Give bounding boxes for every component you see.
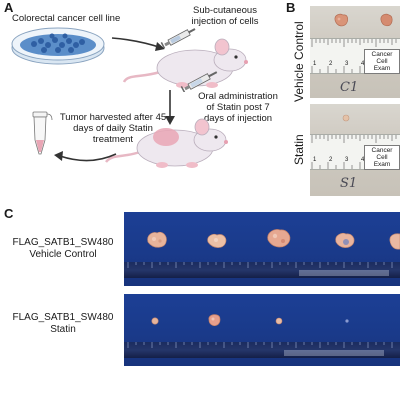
tumor-harvest-label: Tumor harvested after 45 days of daily S…: [59, 112, 167, 145]
tumor-sample: [275, 317, 283, 325]
vehicle-tumors-photo: [124, 212, 400, 286]
tumor-sample: [334, 13, 349, 27]
ruler: 1 2 3 4 5 Cancer Cell Exam: [310, 38, 400, 74]
ruler-ticks: [127, 262, 393, 276]
vehicle-group-label: FLAG_SATB1_SW480 Vehicle Control: [4, 237, 122, 261]
ruler: [124, 342, 400, 358]
vehicle-group-line2: Vehicle Control: [29, 249, 97, 260]
arrow-down: [165, 90, 175, 125]
exam-tag: Cancer Cell Exam: [364, 49, 400, 74]
statin-group-label: FLAG_SATB1_SW480 Statin: [4, 312, 122, 336]
statin-tumor-photo: 1 2 3 4 5 Cancer Cell Exam S1: [310, 104, 400, 196]
ruler-number: 4: [361, 157, 365, 163]
tumor-sample: [147, 231, 167, 248]
panel-b-letter: B: [286, 0, 296, 15]
ruler-number: 1: [313, 61, 317, 67]
exam-tag: Cancer Cell Exam: [364, 145, 400, 170]
syringe-icon: [160, 28, 196, 48]
exam-tag-line2: Exam: [373, 65, 391, 72]
statin-group-line2: Statin: [50, 324, 76, 335]
panel-a-letter: A: [4, 0, 14, 15]
exam-tag-line1: Cancer Cell: [371, 147, 393, 161]
tumor-sample: [342, 114, 350, 122]
tumor-sample: [380, 13, 393, 27]
ruler-number: 3: [345, 61, 349, 67]
cell-line-label: Colorectal cancer cell line: [12, 13, 121, 24]
oral-administration-label: Oral administration of Statin post 7 day…: [198, 91, 278, 124]
mouse-illustration-tumor: [105, 118, 228, 168]
tumor-sample: [207, 234, 227, 248]
vehicle-tumor-photo: 1 2 3 4 5 Cancer Cell Exam C1: [310, 6, 400, 98]
ruler-number: 3: [345, 157, 349, 163]
ruler-number: 4: [361, 61, 365, 67]
tube-icon: [32, 111, 53, 155]
tumor-sample: [389, 233, 400, 250]
tumor-sample: [151, 317, 159, 325]
statin-group-line1: FLAG_SATB1_SW480: [12, 312, 114, 323]
oral-syringe-icon: [180, 71, 218, 92]
vehicle-control-label: Vehicle Control: [292, 21, 306, 102]
petri-dish-illustration: [11, 27, 105, 65]
statin-tumors-photo: [124, 294, 400, 366]
ruler: 1 2 3 4 5 Cancer Cell Exam: [310, 134, 400, 170]
tumor-sample: [208, 314, 221, 326]
arrow-dish-to-mouse: [111, 37, 165, 51]
vehicle-group-line1: FLAG_SATB1_SW480: [12, 237, 114, 248]
ruler-ticks: [127, 342, 393, 356]
ruler-number: 2: [329, 157, 333, 163]
ruler: [124, 262, 400, 278]
vehicle-sample-note: C1: [340, 80, 359, 95]
ruler-ticks: [311, 135, 397, 169]
panel-c-letter: C: [4, 206, 14, 221]
ruler-number: 1: [313, 157, 317, 163]
tumor-sample: [345, 319, 349, 323]
arrow-to-tube: [54, 151, 117, 162]
injection-label: Sub-cutaneous injection of cells: [191, 5, 259, 27]
tumor-sample: [267, 229, 291, 248]
tumor-sample: [335, 233, 355, 248]
ruler-number: 2: [329, 61, 333, 67]
statin-sample-note: S1: [340, 176, 358, 191]
exam-tag-line1: Cancer Cell: [371, 51, 393, 65]
statin-label: Statin: [292, 134, 306, 165]
exam-tag-line2: Exam: [373, 161, 391, 168]
